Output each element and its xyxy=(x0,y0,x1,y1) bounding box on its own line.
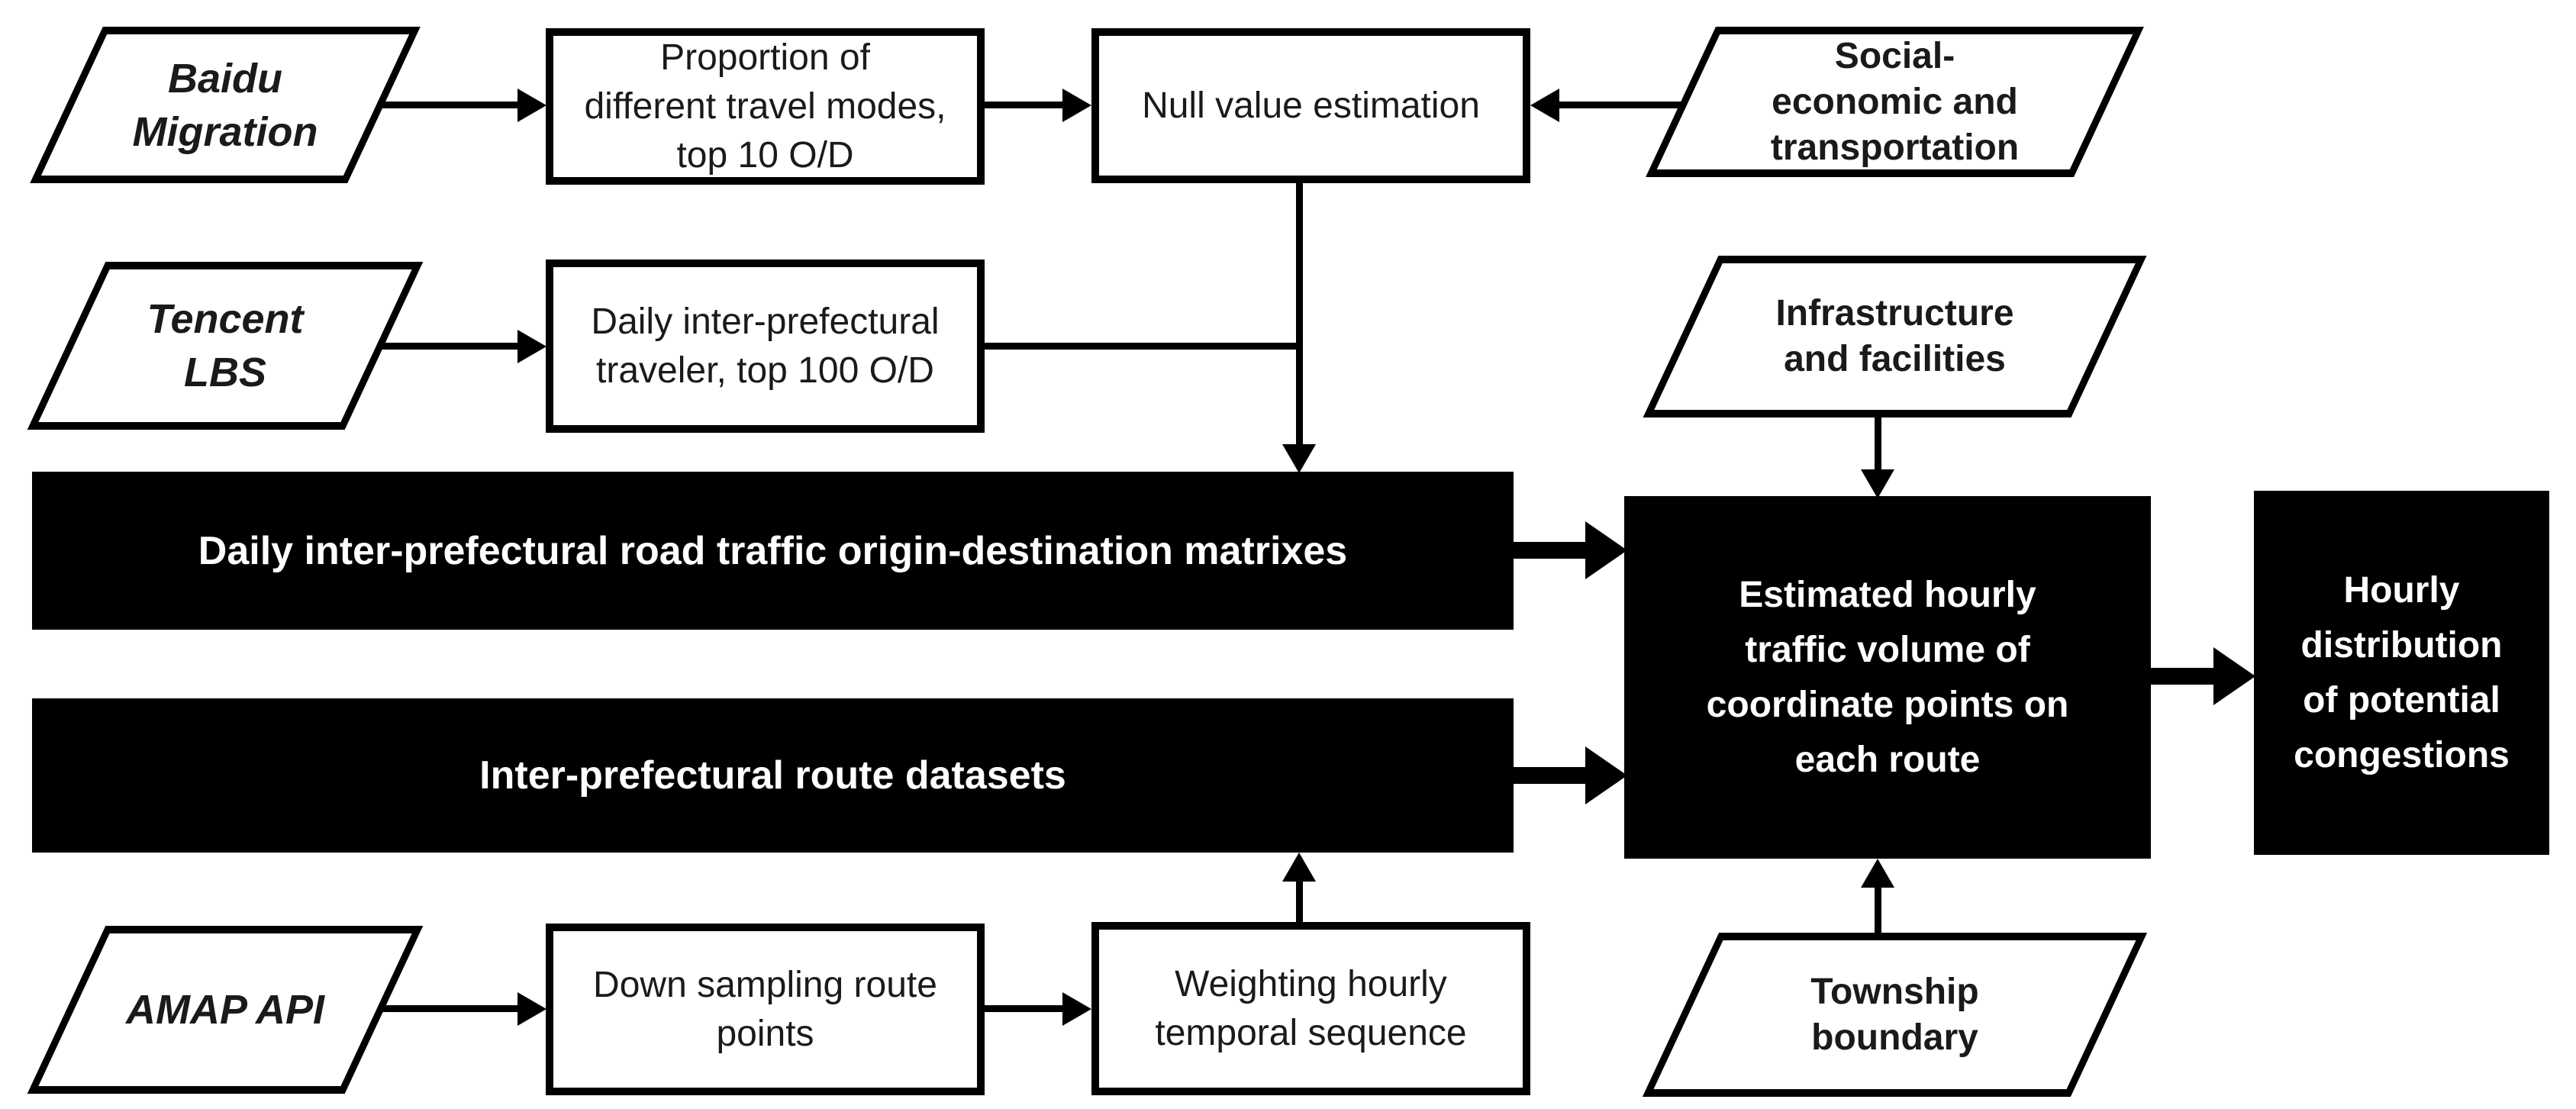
node-down-sampling: Down sampling route points xyxy=(546,924,985,1095)
node-social-economic-label: Social- economic and transportation xyxy=(1770,35,2020,168)
node-weighting-hourly: Weighting hourly temporal sequence xyxy=(1091,922,1530,1095)
edge-social-to-null-shaft xyxy=(1558,102,1684,108)
node-route-datasets: Inter-prefectural route datasets xyxy=(32,698,1514,853)
node-amap-api: AMAP API xyxy=(27,926,424,1094)
node-hourly-congestions-label: Hourly distribution of potential congest… xyxy=(2294,569,2510,775)
edge-tencent-to-dailytraveler-arrowhead xyxy=(517,330,546,363)
edge-odmatrix-to-estimated-shaft xyxy=(1514,542,1588,559)
edge-township-to-estimated-arrowhead xyxy=(1861,859,1894,888)
node-null-value-estimation-label: Null value estimation xyxy=(1142,85,1480,126)
node-baidu-migration-label: Baidu Migration xyxy=(132,55,318,155)
node-daily-traveler-label: Daily inter-prefectural traveler, top 10… xyxy=(591,301,940,391)
edge-tencent-to-dailytraveler-shaft xyxy=(380,343,519,350)
node-baidu-migration: Baidu Migration xyxy=(27,27,424,183)
node-weighting-hourly-label: Weighting hourly temporal sequence xyxy=(1155,963,1467,1053)
node-estimated-volume-label: Estimated hourly traffic volume of coord… xyxy=(1706,574,2069,780)
node-estimated-volume: Estimated hourly traffic volume of coord… xyxy=(1624,496,2151,859)
node-od-matrixes-label: Daily inter-prefectural road traffic ori… xyxy=(198,528,1348,573)
node-null-value-estimation: Null value estimation xyxy=(1091,28,1530,183)
edge-downsampling-to-weighting-arrowhead xyxy=(1062,992,1091,1026)
edge-infrastructure-to-estimated-arrowhead xyxy=(1861,469,1894,498)
node-tencent-lbs-label: Tencent LBS xyxy=(147,296,304,395)
edge-routedatasets-to-estimated-shaft xyxy=(1514,767,1588,784)
edge-estimated-to-hourly-arrowhead xyxy=(2213,647,2255,705)
node-hourly-congestions: Hourly distribution of potential congest… xyxy=(2254,491,2549,855)
node-infrastructure-label: Infrastructure and facilities xyxy=(1775,293,2014,379)
edge-estimated-to-hourly-shaft xyxy=(2151,668,2216,685)
edge-null-to-odmatrix-shaft xyxy=(1296,183,1303,446)
edge-odmatrix-to-estimated-arrowhead xyxy=(1585,521,1627,579)
node-social-economic: Social- economic and transportation xyxy=(1641,27,2149,177)
edge-baidu-to-proportion-arrowhead xyxy=(517,89,546,122)
edge-null-to-odmatrix-arrowhead xyxy=(1282,444,1316,473)
edge-downsampling-to-weighting-shaft xyxy=(985,1005,1064,1012)
node-township-boundary-label: Township boundary xyxy=(1810,971,1979,1058)
edge-infrastructure-to-estimated-shaft xyxy=(1875,417,1881,471)
node-township-boundary: Township boundary xyxy=(1641,933,2149,1097)
node-daily-traveler: Daily inter-prefectural traveler, top 10… xyxy=(546,260,985,433)
edge-routedatasets-to-estimated-arrowhead xyxy=(1585,746,1627,804)
node-proportion-travel-modes-label: Proportion of different travel modes, to… xyxy=(584,37,946,176)
edge-amap-to-downsampling-shaft xyxy=(380,1005,519,1012)
node-infrastructure: Infrastructure and facilities xyxy=(1641,256,2149,417)
edge-proportion-to-null-arrowhead xyxy=(1062,89,1091,122)
edge-proportion-to-null-shaft xyxy=(985,102,1064,108)
edge-social-to-null-arrowhead xyxy=(1530,89,1559,122)
edge-township-to-estimated-shaft xyxy=(1875,886,1881,934)
edge-amap-to-downsampling-arrowhead xyxy=(517,992,546,1026)
node-route-datasets-label: Inter-prefectural route datasets xyxy=(479,753,1066,798)
node-amap-api-label: AMAP API xyxy=(125,987,324,1033)
edge-baidu-to-proportion-shaft xyxy=(380,102,519,108)
node-tencent-lbs: Tencent LBS xyxy=(27,262,424,430)
edge-weighting-to-routedatasets-arrowhead xyxy=(1282,853,1316,882)
node-od-matrixes: Daily inter-prefectural road traffic ori… xyxy=(32,472,1514,630)
node-proportion-travel-modes: Proportion of different travel modes, to… xyxy=(546,28,985,185)
edge-dailytraveler-to-odmatrix-shaft xyxy=(985,343,1299,350)
edge-weighting-to-routedatasets-shaft xyxy=(1296,880,1303,924)
node-down-sampling-label: Down sampling route points xyxy=(593,964,937,1054)
